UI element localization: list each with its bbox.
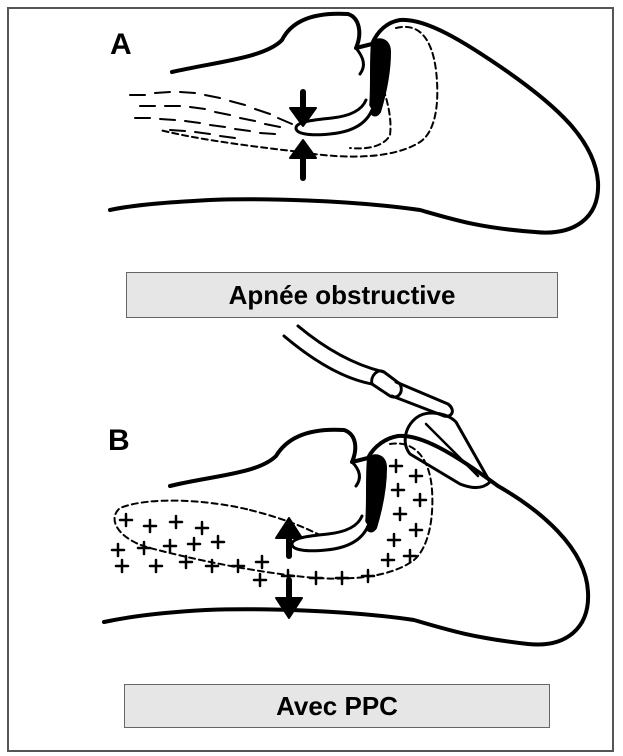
panel-a-tongue-dashed [160,27,437,157]
panel-a-letter: A [110,28,132,62]
panel-a-airflow [130,92,292,138]
panel-a-illustration [110,14,598,233]
panel-b-uvula [292,516,368,551]
panel-a-arrow-up [290,140,316,178]
panel-b-caption: Avec PPC [124,684,550,728]
panel-b-nose [352,462,359,486]
panel-b-arrow-down [276,580,302,618]
panel-b-cpap-connector [372,371,402,397]
panel-b-cpap-tube [284,326,384,384]
panel-a-caption: Apnée obstructive [126,272,558,318]
panel-b-soft-palate [366,455,386,531]
panel-b-illustration [104,326,588,645]
panel-b-letter: B [108,424,130,458]
panel-a-nose [356,48,363,74]
